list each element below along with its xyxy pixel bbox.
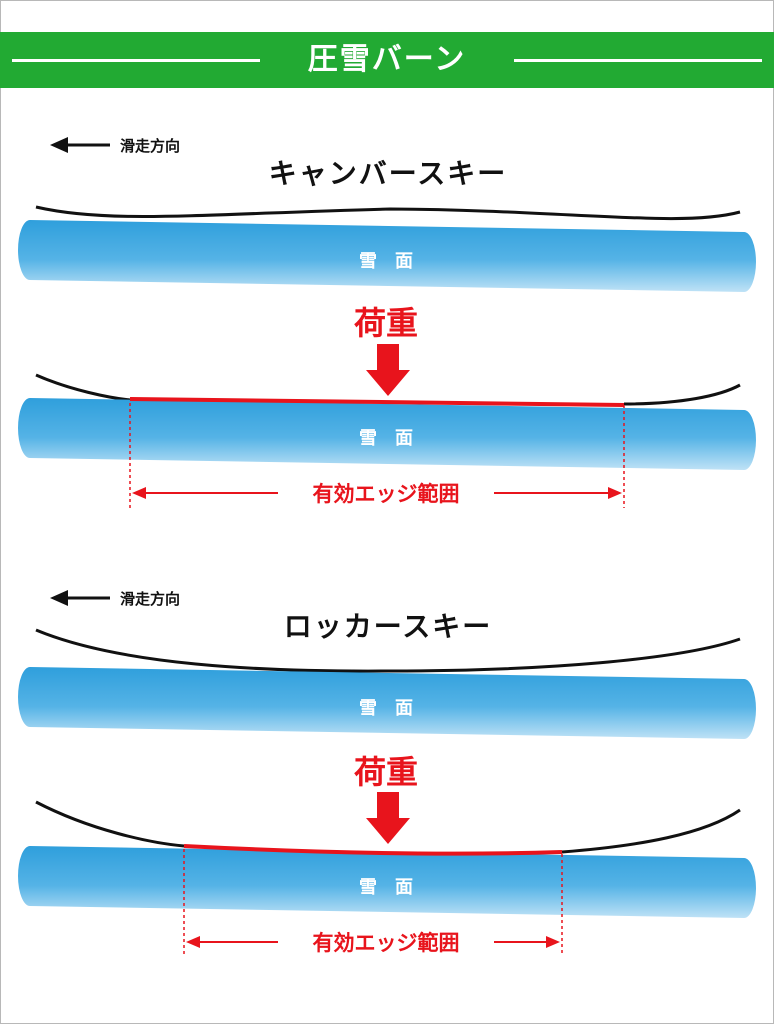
ski-tail-loaded bbox=[623, 383, 741, 406]
edge-range-arrow-icon bbox=[132, 487, 622, 499]
edge-range-label: 有効エッジ範囲 bbox=[313, 931, 460, 955]
load-arrow-icon bbox=[366, 792, 410, 844]
ski-tail-loaded bbox=[561, 808, 741, 854]
load-label: 荷重 bbox=[354, 753, 418, 791]
snow-surface-bottom bbox=[18, 398, 756, 470]
load-arrow-icon bbox=[366, 344, 410, 396]
ski-tip-loaded bbox=[35, 800, 185, 848]
snow-surface-top bbox=[18, 220, 756, 292]
load-label: 荷重 bbox=[354, 304, 418, 342]
snow-label: 雪 面 bbox=[359, 251, 413, 272]
rocker-section: 滑走方向 ロッカースキー 雪 面 荷重 雪 面 有効エッジ範囲 bbox=[18, 590, 756, 956]
effective-edge-contact bbox=[183, 844, 563, 856]
ski-title-rocker: ロッカースキー bbox=[284, 610, 493, 643]
banner-rule-right bbox=[514, 59, 762, 62]
snow-label: 雪 面 bbox=[359, 428, 413, 449]
ski-title-camber: キャンバースキー bbox=[269, 157, 508, 190]
edge-range-arrow-icon bbox=[186, 936, 560, 948]
effective-edge-contact bbox=[129, 397, 625, 407]
direction-arrow-icon bbox=[50, 137, 110, 153]
snow-surface-top bbox=[18, 667, 756, 739]
ski-profile-unloaded bbox=[35, 205, 741, 221]
page-title: 圧雪バーン bbox=[307, 42, 467, 77]
direction-label: 滑走方向 bbox=[120, 137, 180, 155]
snow-label: 雪 面 bbox=[359, 698, 413, 719]
banner-rule-left bbox=[12, 59, 260, 62]
ski-profile-unloaded bbox=[35, 628, 741, 673]
camber-section: 滑走方向 キャンバースキー 雪 面 荷重 雪 面 有効エッジ範囲 bbox=[18, 137, 756, 508]
snow-label: 雪 面 bbox=[359, 877, 413, 898]
snow-surface-bottom bbox=[18, 846, 756, 918]
edge-range-label: 有効エッジ範囲 bbox=[313, 482, 460, 506]
ski-tip-loaded bbox=[35, 373, 131, 402]
direction-label: 滑走方向 bbox=[120, 590, 180, 608]
title-banner: 圧雪バーン bbox=[0, 32, 774, 88]
direction-arrow-icon bbox=[50, 590, 110, 606]
